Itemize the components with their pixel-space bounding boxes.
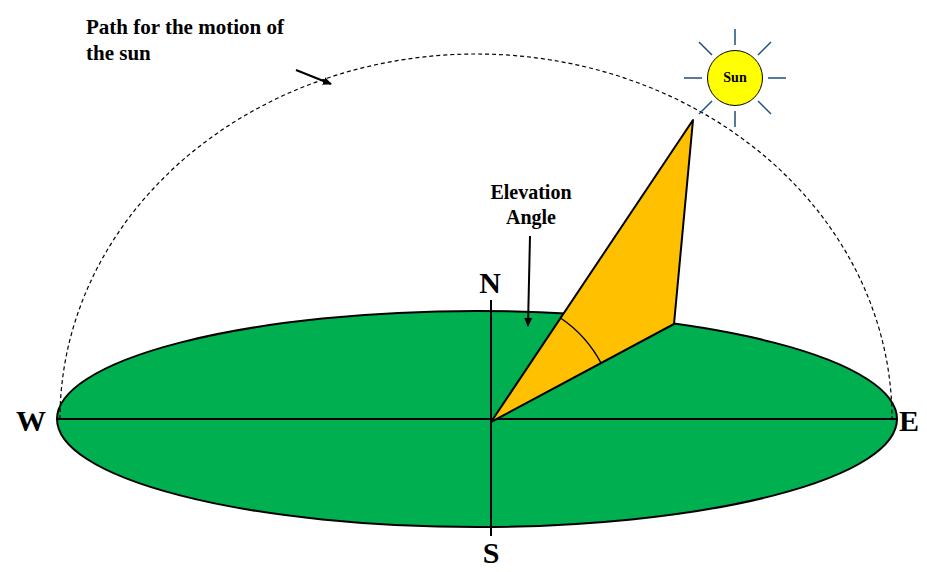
elevation-triangle bbox=[491, 120, 693, 422]
north-south-line bbox=[490, 300, 492, 536]
compass-north: N bbox=[479, 264, 501, 302]
sun-rays bbox=[684, 29, 786, 127]
angle-leader bbox=[528, 236, 530, 326]
path-leader bbox=[296, 70, 331, 84]
ground-ellipse bbox=[57, 311, 897, 527]
angle-arc bbox=[561, 318, 602, 363]
sun-path bbox=[60, 54, 892, 419]
sun-circle: Sun bbox=[707, 50, 763, 106]
angle-label: Elevation Angle bbox=[474, 180, 589, 230]
compass-west: W bbox=[16, 402, 46, 440]
compass-south: S bbox=[483, 534, 500, 572]
sun-text: Sun bbox=[723, 70, 746, 86]
path-label: Path for the motion of the sun bbox=[86, 14, 301, 67]
west-east-line bbox=[57, 418, 897, 420]
compass-east: E bbox=[899, 402, 919, 440]
